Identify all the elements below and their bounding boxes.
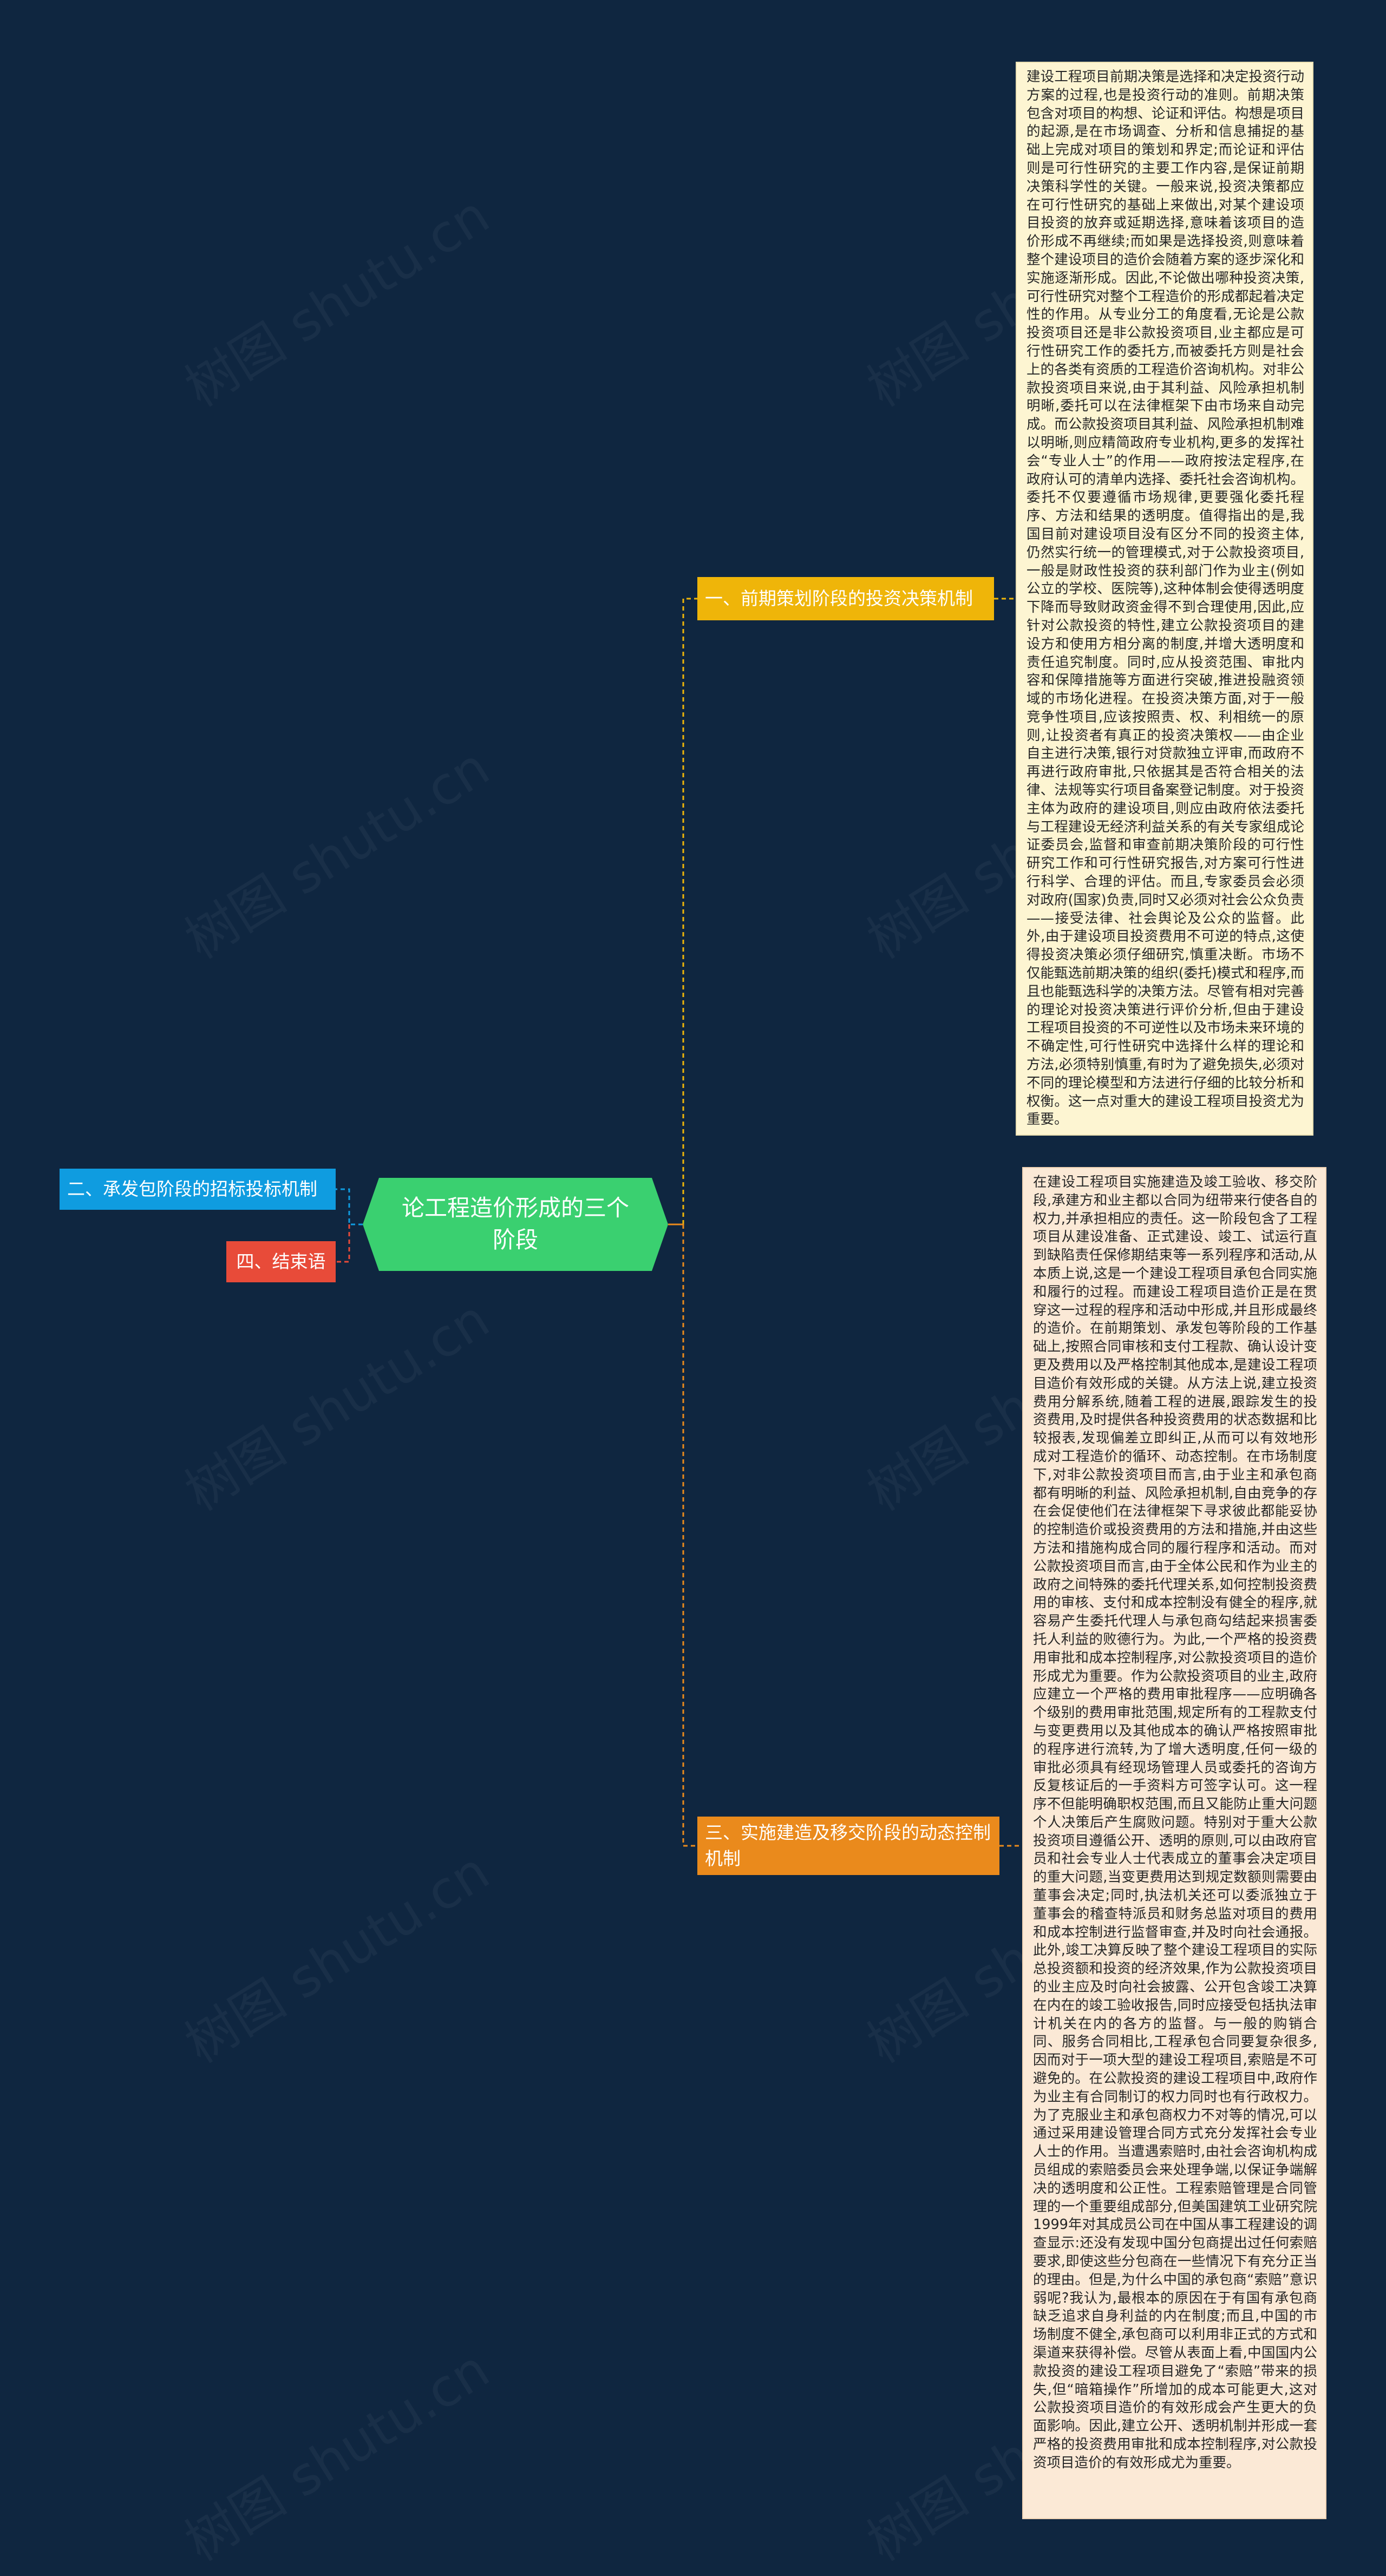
branch-label: 四、结束语 [236, 1251, 326, 1273]
leaf-text-investment-decision[interactable]: 建设工程项目前期决策是选择和决定投资行动方案的过程,也是投资行动的准则。前期决策… [1016, 62, 1313, 1136]
branch-label: 一、前期策划阶段的投资决策机制 [705, 588, 973, 609]
branch-label: 三、实施建造及移交阶段的动态控制机制 [705, 1822, 991, 1869]
leaf-text-dynamic-control[interactable]: 在建设工程项目实施建造及竣工验收、移交阶段,承建方和业主都以合同为纽带来行使各自… [1022, 1167, 1326, 2519]
connector-root-b4 [336, 1224, 350, 1263]
connector-root-b1 [668, 598, 697, 1225]
root-topic-label: 论工程造价形成的三个阶段 [401, 1195, 629, 1253]
root-topic[interactable]: 论工程造价形成的三个阶段 [363, 1178, 668, 1271]
branch-bidding[interactable]: 二、承发包阶段的招标投标机制 [60, 1169, 336, 1210]
branch-investment-decision[interactable]: 一、前期策划阶段的投资决策机制 [697, 577, 994, 620]
branch-label: 二、承发包阶段的招标投标机制 [67, 1178, 317, 1200]
connector-root-b3 [682, 1224, 697, 1847]
connector-root-b2 [336, 1188, 363, 1225]
branch-conclusion[interactable]: 四、结束语 [226, 1241, 336, 1282]
branch-dynamic-control[interactable]: 三、实施建造及移交阶段的动态控制机制 [697, 1817, 999, 1875]
